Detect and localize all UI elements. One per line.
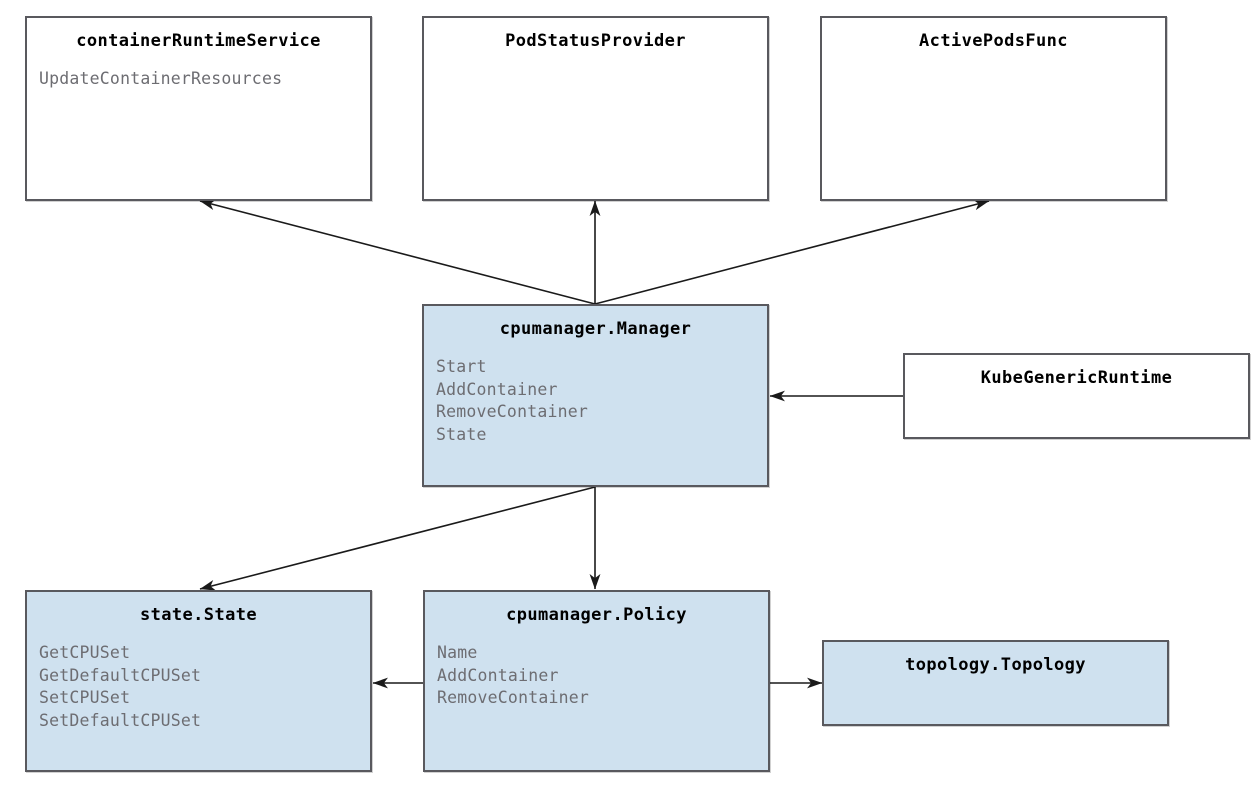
class-box-member: GetCPUSet: [39, 643, 131, 662]
class-box-member: RemoveContainer: [436, 402, 589, 421]
class-box-member: SetCPUSet: [39, 688, 131, 707]
class-box-podStatusProvider[interactable]: PodStatusProvider: [422, 16, 769, 201]
class-box-member: UpdateContainerResources: [39, 69, 283, 88]
class-box-title: cpumanager.Manager: [499, 319, 692, 339]
class-box-member: RemoveContainer: [437, 688, 590, 707]
class-box-member: GetDefaultCPUSet: [39, 665, 202, 685]
class-box-kubeGenericRuntime[interactable]: KubeGenericRuntime: [903, 353, 1250, 439]
edge-manager-to-activePodsFunc: [594, 199, 990, 305]
class-box-title: state.State: [140, 605, 257, 625]
class-box-member: State: [436, 424, 487, 444]
edge-manager-to-stateState: [199, 486, 596, 591]
class-box-topologyTopology[interactable]: topology.Topology: [822, 640, 1169, 726]
class-box-title: containerRuntimeService: [76, 31, 321, 51]
class-box-title: PodStatusProvider: [505, 31, 686, 51]
class-box-member: SetDefaultCPUSet: [39, 710, 202, 730]
class-box-title: ActivePodsFunc: [919, 31, 1068, 51]
class-box-activePodsFunc[interactable]: ActivePodsFunc: [820, 16, 1167, 201]
class-box-title: KubeGenericRuntime: [980, 368, 1173, 388]
class-box-member-list: UpdateContainerResources: [39, 68, 370, 91]
edge-manager-to-containerRuntimeService: [199, 199, 596, 305]
class-box-title: topology.Topology: [905, 655, 1086, 675]
class-box-member: AddContainer: [437, 665, 559, 685]
class-box-title: cpumanager.Policy: [506, 605, 687, 625]
class-box-member: Start: [436, 357, 487, 376]
class-box-member: Name: [437, 643, 478, 662]
class-box-member: AddContainer: [436, 379, 558, 399]
